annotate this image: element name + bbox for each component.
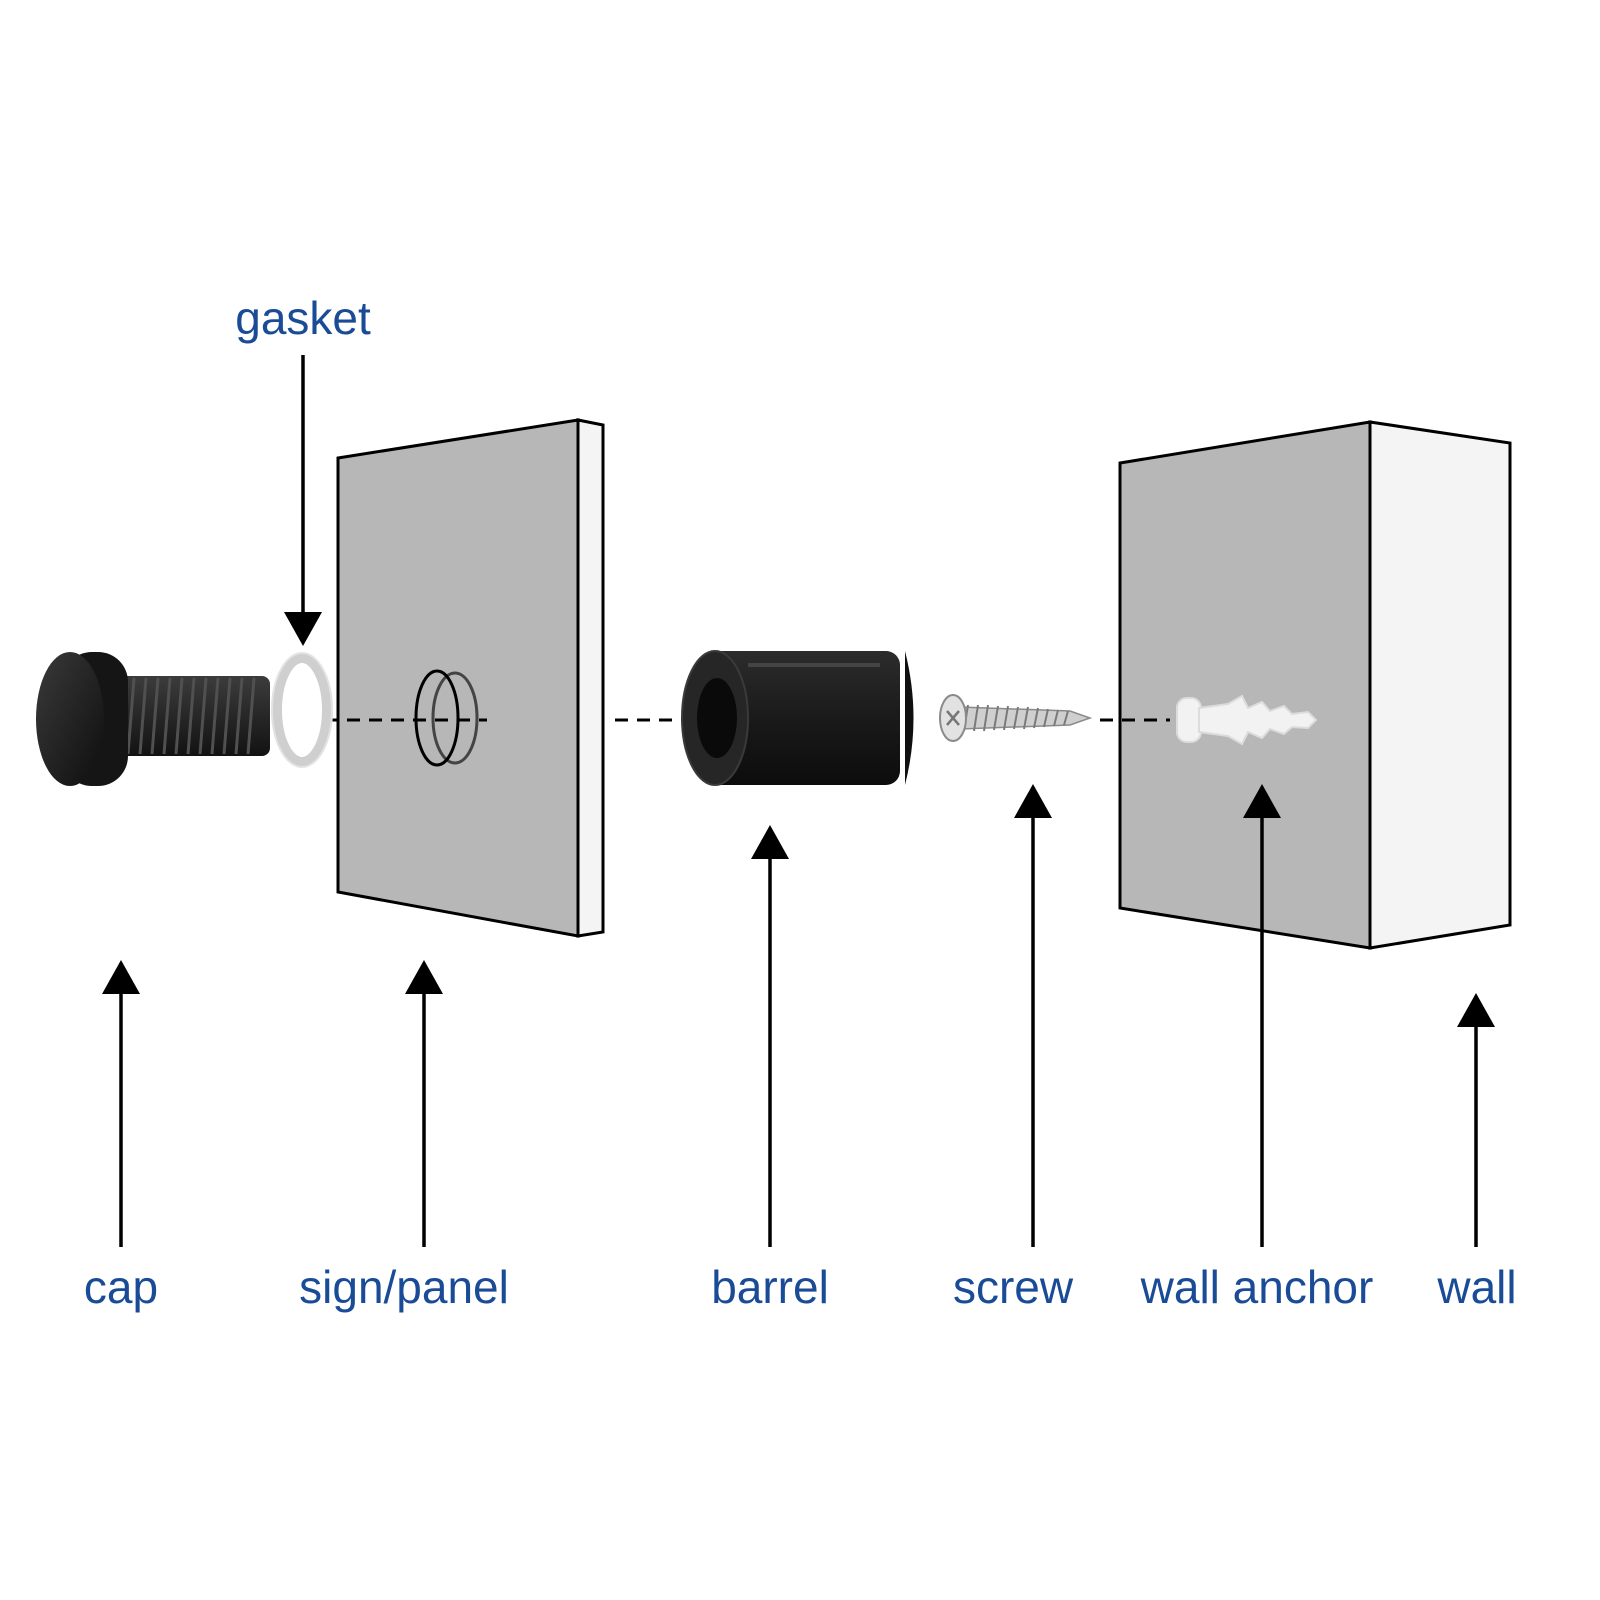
sign-panel-label: sign/panel [299, 1261, 509, 1313]
screw-cross-slot [946, 710, 960, 726]
wall-arrow [1457, 993, 1495, 1247]
screw-label: screw [952, 1261, 1074, 1313]
gasket-ring-outline [271, 652, 333, 768]
gasket-arrow [284, 355, 322, 646]
wall-side [1368, 420, 1512, 950]
cap-thread-lines [126, 677, 256, 755]
wall-anchor-label: wall anchor [1140, 1261, 1374, 1313]
wall-anchor-arrow [1243, 784, 1281, 1247]
barrel-label: barrel [711, 1261, 829, 1313]
barrel-part [681, 650, 914, 786]
wall-anchor-body [1198, 694, 1318, 746]
sign-panel-arrow [405, 960, 443, 1247]
wall-anchor-collar [1176, 697, 1202, 743]
wall-block [1118, 420, 1512, 950]
wall-label: wall [1437, 1261, 1517, 1313]
sign-panel [336, 418, 605, 938]
wall-face [1118, 420, 1372, 950]
panel-hole-back [431, 671, 479, 765]
barrel-bore [697, 678, 737, 758]
cap-head-face [36, 652, 104, 786]
screw-part [939, 694, 1093, 742]
cap-arrow [102, 960, 140, 1247]
wall-anchor-part [1176, 694, 1318, 746]
barrel-end-cap [905, 651, 914, 785]
gasket-label: gasket [235, 292, 371, 344]
gasket-ring [272, 653, 332, 767]
cap-label: cap [83, 1261, 159, 1313]
leader-arrows [102, 355, 1495, 1247]
panel-hole-front [414, 669, 460, 767]
barrel-arrow [751, 825, 789, 1247]
cap-part [36, 652, 270, 786]
screw-arrow [1014, 784, 1052, 1247]
sign-panel-edge [576, 418, 605, 938]
barrel-body [705, 651, 900, 785]
sign-panel-face [336, 418, 580, 938]
